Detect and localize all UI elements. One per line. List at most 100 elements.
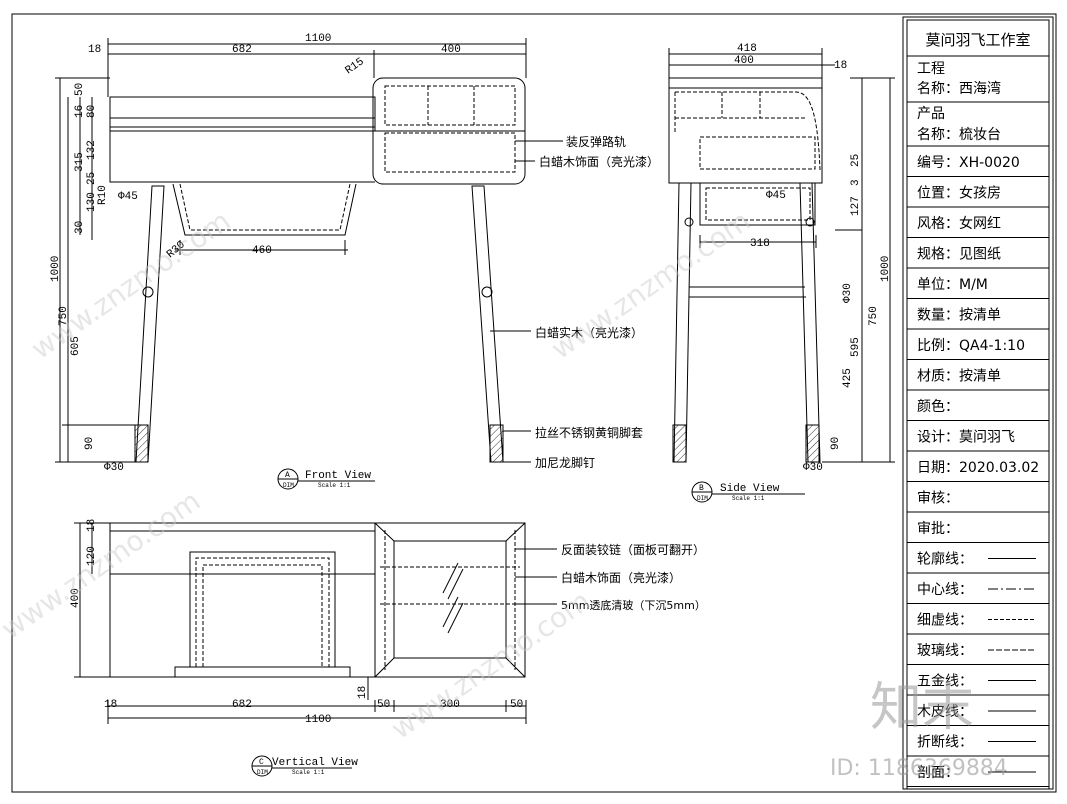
side-leg-left — [673, 182, 692, 463]
front-dims: 1100 18 682 400 R15 50 16 80 315 132 25 … — [50, 33, 461, 474]
title-row: 位置：女孩房 — [917, 185, 1001, 202]
dim-front-605: 605 — [70, 336, 82, 356]
top-view-name: Vertical View — [272, 757, 358, 769]
dim-side-1000: 1000 — [880, 256, 892, 282]
dim-top-50a: 50 — [377, 699, 390, 711]
legend-item: 细虚线： — [917, 613, 973, 629]
side-leg-right — [799, 182, 821, 463]
dim-side-25: 25 — [850, 154, 862, 167]
dim-front-r15: R15 — [343, 56, 366, 77]
dim-top-50b: 50 — [510, 699, 523, 711]
wm-site-2: www.znzmo.com — [545, 204, 756, 366]
title-row: 材质：按清单 — [917, 369, 1001, 385]
dim-front-30: 30 — [74, 221, 86, 234]
side-view-scale: Scale 1:1 — [732, 495, 765, 502]
dim-side-90: 90 — [830, 437, 842, 450]
dim-side-318: 318 — [750, 238, 770, 250]
dim-front-25: 25 — [86, 172, 98, 185]
front-view-name: Front View — [305, 470, 371, 482]
front-leg-right — [471, 185, 504, 463]
dim-front-400: 400 — [441, 44, 461, 56]
title-block: 莫问羽飞工作室 工程 名称：西海湾 产品 名称：梳妆台 编号：XH-0020位置… — [902, 16, 1054, 790]
legend-item: 剖面： — [917, 765, 959, 781]
top-view-scale: Scale 1:1 — [292, 769, 325, 776]
dim-side-750: 750 — [868, 306, 880, 326]
dim-front-50: 50 — [74, 83, 86, 96]
watermarks: www.znzmo.com www.znzmo.com www.znzmo.co… — [0, 204, 1008, 781]
top-cabinet — [374, 522, 526, 678]
dim-side-400: 400 — [734, 55, 754, 67]
front-view — [55, 38, 563, 463]
wm-logo: 知末 — [870, 678, 974, 738]
top-view-label: C DIM Vertical View Scale 1:1 — [251, 755, 358, 777]
note-glass: 5mm透底清玻（下沉5mm） — [561, 598, 706, 612]
side-view — [668, 48, 895, 463]
dim-front-d45: Φ45 — [118, 191, 138, 203]
front-drawer-box — [109, 131, 375, 183]
legend-item: 折断线： — [917, 735, 973, 751]
dim-side-d45: Φ45 — [766, 190, 786, 202]
note-foot-sleeve: 拉丝不锈钢黄铜脚套 — [535, 425, 643, 440]
sheet-border — [11, 13, 1057, 793]
title-row: 审核： — [917, 491, 959, 507]
dim-side-3: 3 — [850, 179, 862, 186]
dim-front-80: 80 — [86, 105, 98, 118]
side-view-label: B DIM Side View Scale 1:1 — [691, 481, 805, 503]
title-row: 单位：M/M — [917, 277, 988, 293]
top-notes: 反面装铰链（面板可翻开） 白蜡木饰面（亮光漆） 5mm透底清玻（下沉5mm） — [561, 542, 706, 612]
wm-id: ID: 1186369884 — [830, 756, 1008, 781]
wm-site-3: www.znzmo.com — [385, 584, 596, 746]
product-label: 产品 — [917, 106, 945, 122]
front-top-board — [109, 96, 376, 132]
wm-site-4: www.znzmo.com — [0, 484, 206, 646]
front-view-scale: Scale 1:1 — [318, 482, 351, 489]
legend-item: 木皮线： — [917, 704, 973, 720]
title-row: 设计：莫问羽飞 — [917, 430, 1015, 446]
dim-top-18a: 18 — [86, 519, 98, 532]
title-row: 颜色： — [917, 398, 959, 415]
dim-front-460: 460 — [252, 245, 272, 257]
dim-top-682: 682 — [232, 699, 252, 711]
front-view-letter: A — [285, 471, 290, 480]
dim-top-18c: 18 — [104, 699, 117, 711]
dim-front-682: 682 — [232, 44, 252, 56]
top-view-sub: DIM — [257, 769, 268, 776]
dim-front-130: 130 — [86, 192, 98, 212]
note-facing2: 白蜡木饰面（亮光漆） — [561, 570, 681, 585]
title-row: 比例：QA4-1:10 — [917, 338, 1025, 354]
dim-front-1000: 1000 — [50, 256, 62, 282]
dim-top-400: 400 — [70, 588, 82, 608]
dim-side-d30b: Φ30 — [842, 283, 854, 303]
dim-side-127: 127 — [850, 196, 862, 216]
note-foot-nail: 加尼龙脚钉 — [535, 455, 595, 470]
top-dims: 18 120 400 18 18 682 50 300 50 1100 — [70, 519, 523, 726]
dim-top-300: 300 — [440, 699, 460, 711]
dim-top-120: 120 — [86, 546, 98, 566]
studio-name: 莫问羽飞工作室 — [925, 31, 1030, 49]
front-view-sub: DIM — [283, 482, 294, 489]
note-facing: 白蜡木饰面（亮光漆） — [539, 154, 659, 169]
side-dims: 418 400 18 25 3 127 Φ45 318 Φ30 1000 750… — [734, 43, 892, 474]
product-value: 名称：梳妆台 — [917, 127, 1001, 143]
dim-front-r10: R10 — [97, 185, 109, 205]
dim-front-18: 18 — [88, 44, 101, 56]
dim-side-d30: Φ30 — [803, 462, 823, 474]
side-view-name: Side View — [720, 483, 780, 495]
dim-side-595: 595 — [850, 337, 862, 357]
dim-front-750: 750 — [58, 306, 70, 326]
side-view-letter: B — [699, 484, 704, 493]
front-leg-left — [135, 185, 165, 463]
dim-front-132: 132 — [86, 140, 98, 160]
dim-side-418: 418 — [737, 43, 757, 55]
dim-front-d30: Φ30 — [104, 462, 124, 474]
dim-top-18b: 18 — [357, 686, 369, 699]
note-solid-wood: 白蜡实木（亮光漆） — [535, 325, 643, 340]
legend-item: 轮廓线： — [917, 551, 973, 568]
legend-item: 五金线： — [917, 674, 973, 690]
front-view-label: A DIM Front View Scale 1:1 — [277, 468, 375, 490]
note-rail: 装反弹路轨 — [566, 134, 626, 149]
dim-front-total: 1100 — [305, 33, 331, 45]
title-row: 编号：XH-0020 — [917, 155, 1020, 171]
title-row: 审批： — [917, 521, 959, 537]
